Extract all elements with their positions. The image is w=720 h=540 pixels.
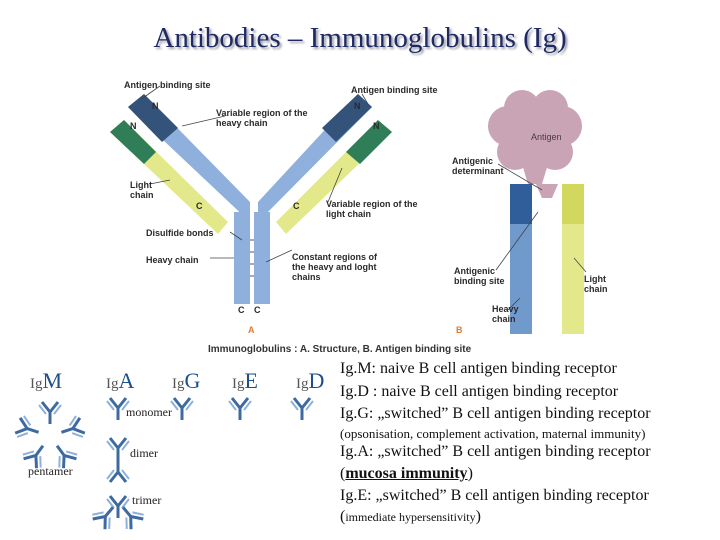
ige-description: Ig.E: „switched” B cell antigen binding … [340, 487, 649, 504]
iga-trimer-shape [105, 494, 131, 520]
panel-b-label: B [456, 325, 463, 335]
igd-heading: IgD [296, 368, 325, 393]
variable-light-label: Variable region of the light chain [326, 199, 418, 219]
antibody-structure-diagram [110, 85, 587, 334]
iga-description: Ig.A: „switched” B cell antigen binding … [340, 443, 651, 460]
n-terminus-label: N [152, 101, 159, 111]
iga-heading: IgA [106, 368, 135, 393]
n-terminus-label: N [354, 101, 361, 111]
light-chain-label: Light chain [130, 180, 154, 200]
n-terminus-label: N [130, 121, 137, 131]
igd-monomer-shape [289, 396, 315, 422]
igg-heading: IgG [172, 368, 201, 393]
c-terminus-label: C [254, 305, 261, 315]
panel-a-label: A [248, 325, 255, 335]
antigenic-determinant-label: Antigenic determinant [452, 156, 504, 176]
heavy-chain-b-label: Heavy chain [492, 304, 519, 324]
antigen-binding-site-illustration [488, 90, 587, 334]
iga-dimer-shape [105, 436, 131, 462]
c-terminus-label: C [238, 305, 245, 315]
variable-heavy-label: Variable region of the heavy chain [216, 108, 308, 128]
igg-function-note: (opsonisation, complement activation, ma… [340, 426, 646, 441]
ige-monomer-shape [227, 396, 253, 422]
igg-description: Ig.G: „switched” B cell antigen binding … [340, 405, 651, 422]
c-terminus-label: C [293, 201, 300, 211]
n-terminus-label: N [373, 121, 380, 131]
ige-function-note: (immediate hypersensitivity) [340, 508, 481, 525]
iga-function-note: (mucosa immunity) [340, 465, 473, 482]
disulfide-bonds-label: Disulfide bonds [146, 228, 214, 238]
c-terminus-label: C [196, 201, 203, 211]
figure-caption: Immunoglobulins : A. Structure, B. Antig… [208, 344, 472, 355]
page-title: Antibodies – Immunoglobulins (Ig) [153, 22, 567, 54]
antibody-y-shape [110, 85, 392, 304]
antigen-label: Antigen [531, 132, 562, 142]
igg-monomer-shape [169, 396, 195, 422]
light-chain-b-label: Light chain [584, 274, 608, 294]
igm-pentamer-shape [12, 400, 88, 472]
igm-heading: IgM [30, 368, 63, 393]
antigen-binding-site-label-left: Antigen binding site [124, 80, 211, 90]
igm-description: Ig.M: naive B cell antigen binding recep… [340, 360, 617, 377]
antigenic-binding-site-label: Antigenic binding site [454, 266, 505, 286]
dimer-label: dimer [130, 446, 158, 460]
monomer-label: monomer [126, 405, 172, 419]
heavy-chain-label: Heavy chain [146, 255, 199, 265]
constant-regions-label: Constant regions of the heavy and loght … [292, 252, 377, 282]
igd-description: Ig.D : naive B cell antigen binding rece… [340, 383, 619, 400]
pentamer-label: pentamer [28, 464, 73, 478]
antigen-binding-site-label-right: Antigen binding site [351, 85, 438, 95]
ige-heading: IgE [232, 368, 258, 393]
trimer-label: trimer [132, 493, 162, 507]
